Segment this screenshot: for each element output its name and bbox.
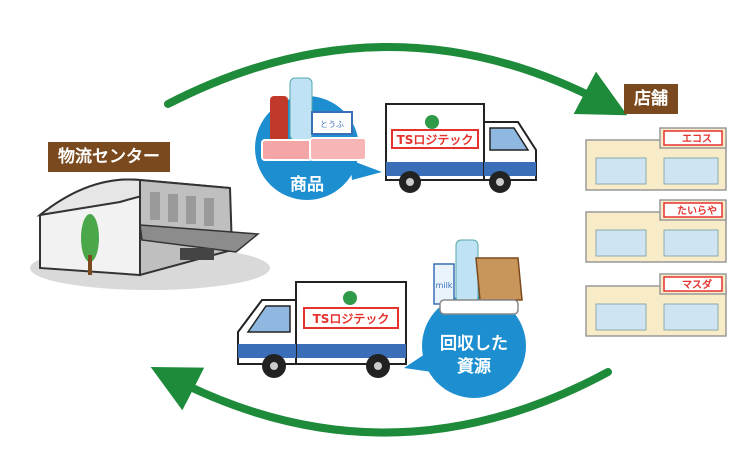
store-icon-2: たいらや xyxy=(585,199,727,263)
distribution-center-label: 物流センター xyxy=(48,142,170,172)
store-icon-3: マスダ xyxy=(585,273,727,337)
store-sign-2: たいらや xyxy=(677,205,717,217)
stores-label: 店舗 xyxy=(624,84,678,114)
store-sign-1: エコス xyxy=(682,133,712,145)
goods-bubble: とうふ xyxy=(255,77,382,200)
arrow-top-icon xyxy=(164,43,628,116)
goods-text: 商品 xyxy=(290,175,324,195)
milk-label: milk xyxy=(436,281,453,290)
tofu-label: とうふ xyxy=(320,120,344,129)
store-icon-1: エコス xyxy=(585,127,727,191)
return-truck-icon: TSロジテック xyxy=(237,281,407,378)
truck-logo-top: TSロジテック xyxy=(397,133,474,147)
store-sign-3: マスダ xyxy=(682,278,712,291)
recovered-text-line2: 資源 xyxy=(457,357,491,377)
warehouse-icon xyxy=(30,178,270,290)
arrow-bottom-icon xyxy=(150,367,612,437)
truck-logo-bottom: TSロジテック xyxy=(313,312,390,326)
recovered-text-line1: 回収した xyxy=(440,334,508,354)
recovered-bubble: milk xyxy=(404,239,526,398)
delivery-truck-icon: TSロジテック xyxy=(385,103,537,193)
